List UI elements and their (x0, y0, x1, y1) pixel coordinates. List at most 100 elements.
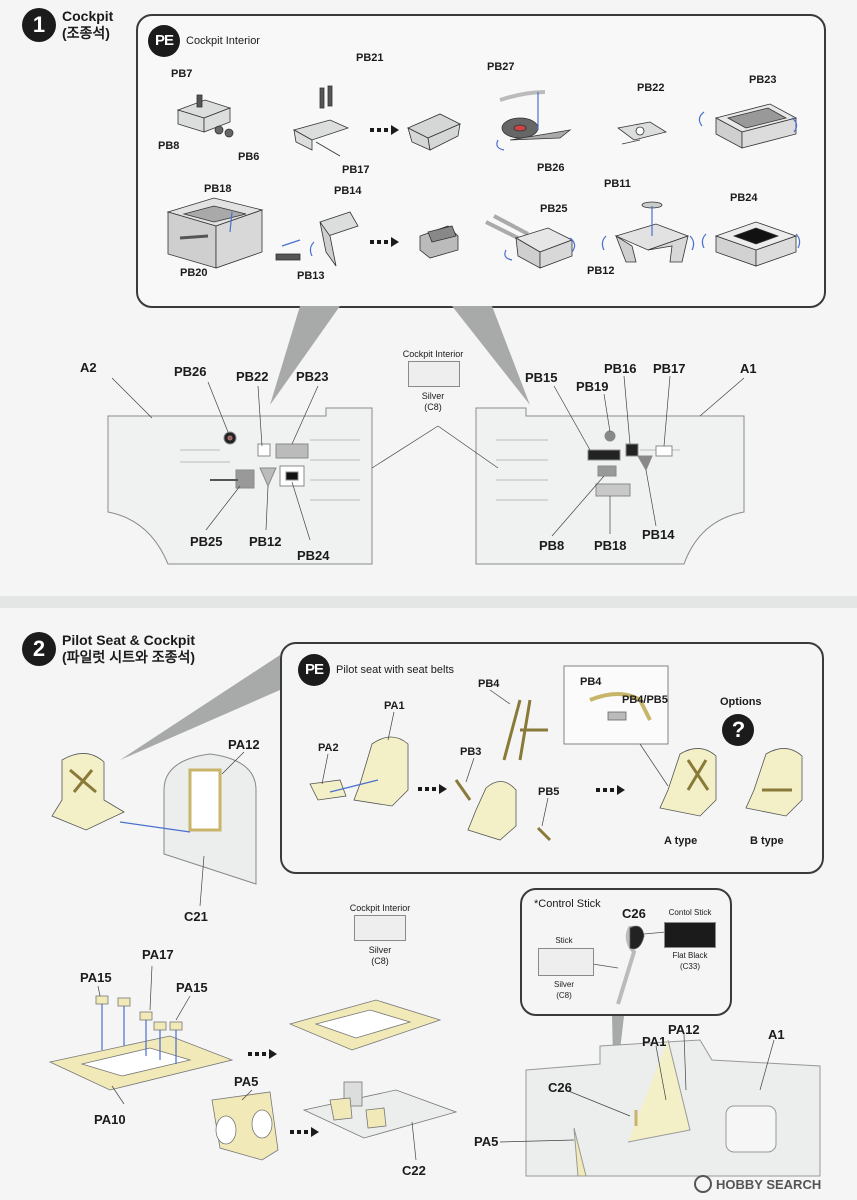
step-2-title: Pilot Seat & Cockpit (파일럿 시트와 조종석) (62, 632, 195, 666)
paint-swatch-silver-stick (538, 948, 594, 976)
paint-title-step1: Cockpit Interior (402, 349, 464, 359)
step-2-title-ko: (파일럿 시트와 조종석) (62, 649, 196, 665)
label-pa5: PA5 (234, 1074, 259, 1089)
label-c26-inset: C26 (622, 906, 646, 921)
label-a1: A1 (740, 361, 757, 376)
paint-swatch-silver-step1 (408, 361, 460, 387)
fuselage-a1-step2 (525, 1039, 821, 1177)
fuselage-right-a1 (475, 407, 745, 565)
label-pb6: PB6 (238, 151, 260, 163)
label-pb17: PB17 (342, 164, 370, 176)
label-pa10: PA10 (94, 1112, 126, 1127)
arrow-dash-3 (418, 784, 447, 794)
step-2-pe-badge: PE (298, 654, 330, 686)
step-1-pe-title: Cockpit Interior (186, 35, 260, 47)
arrow-dash-1 (370, 125, 399, 135)
label-pb5: PB5 (538, 786, 560, 798)
label-a1-pb8: PB8 (539, 538, 565, 553)
pb14-result-drawing (419, 225, 459, 259)
paint-swatch-silver-step2 (354, 915, 406, 941)
step-2-pe-panel (280, 642, 824, 874)
label-pb20: PB20 (180, 267, 208, 279)
label-b-type: B type (750, 835, 784, 847)
arrow-dash-5 (248, 1049, 277, 1059)
pb4-belt-drawing (502, 699, 548, 761)
step-1-number: 1 (22, 8, 56, 42)
label-a1-pb15: PB15 (525, 370, 558, 385)
label-pa17: PA17 (142, 947, 174, 962)
arrow-dash-6 (290, 1127, 319, 1137)
pb22-drawing (617, 121, 668, 145)
pb24-drawing (714, 221, 798, 267)
step-2-title-en: Pilot Seat & Cockpit (62, 632, 196, 648)
label-pb4-inset: PB4 (580, 676, 602, 688)
rotate-arrows (309, 111, 801, 261)
label-pb27: PB27 (487, 61, 515, 73)
options-label: Options (720, 696, 762, 708)
label-pa2: PA2 (318, 742, 339, 754)
label-pa15-right: PA15 (176, 980, 208, 995)
stick-code: (C8) (556, 991, 572, 1000)
label-pb23: PB23 (749, 74, 777, 86)
label-pb18: PB18 (204, 183, 232, 195)
pb23-drawing (714, 103, 798, 149)
label-pa1: PA1 (384, 700, 405, 712)
callout-wedge-step2 (120, 655, 280, 760)
seat-b-type-drawing (745, 748, 803, 817)
step-1-title-ko: (조종석) (62, 25, 110, 41)
label-pa15-left: PA15 (80, 970, 112, 985)
arrow-dash-4 (596, 785, 625, 795)
control-stick-drawing (579, 925, 667, 1005)
label-a1-pb14: PB14 (642, 527, 675, 542)
pb14-drawing (275, 211, 359, 267)
pb18-drawing (166, 197, 264, 269)
pa2-pa1-drawing (309, 736, 409, 807)
label-pb13: PB13 (297, 270, 325, 282)
watermark: HOBBY SEARCH (694, 1174, 821, 1194)
paint-code-step2: (C8) (371, 956, 389, 966)
label-a2-pb23: PB23 (296, 369, 329, 384)
paint-name-step2: Silver (368, 945, 392, 955)
label-c21: C21 (184, 909, 208, 924)
label-pb11: PB11 (604, 178, 631, 190)
grip-code: (C33) (679, 962, 700, 971)
pb4-pb5-inset-drawing (563, 665, 669, 787)
label-pb4: PB4 (478, 678, 500, 690)
label-a2-pb25: PB25 (190, 534, 223, 549)
label-a1-pb16: PB16 (604, 361, 637, 376)
pb12-drawing (614, 201, 690, 263)
pa10-floor-drawing (48, 995, 234, 1091)
stick-label: Stick (555, 936, 573, 945)
label-a2-pb12: PB12 (249, 534, 282, 549)
label-pa1-step2: PA1 (642, 1034, 667, 1049)
question-icon: ? (722, 714, 754, 746)
label-pb26: PB26 (537, 162, 565, 174)
label-pa5-step2: PA5 (474, 1134, 499, 1149)
section-divider (0, 596, 857, 608)
stick-paint: Silver (553, 980, 574, 989)
label-pb21: PB21 (356, 52, 384, 64)
pb17-drawing (292, 85, 350, 157)
step-2-pe-title: Pilot seat with seat belts (336, 664, 455, 676)
c22-drawing (302, 1081, 458, 1139)
label-pb22: PB22 (637, 82, 665, 94)
label-a1-pb18: PB18 (594, 538, 627, 553)
label-pb24: PB24 (730, 192, 758, 204)
seat-a-type-drawing (659, 748, 717, 817)
label-pa12-step2: PA12 (668, 1022, 700, 1037)
label-a-type: A type (664, 835, 698, 847)
pb26-drawing (499, 90, 572, 141)
hobby-search-logo-icon (694, 1175, 712, 1193)
label-a1-step2: A1 (768, 1027, 785, 1042)
step-2-leader-lines (97, 689, 775, 1161)
c21-frame-drawing (119, 753, 257, 885)
paint-swatch-flat-black (664, 922, 716, 948)
label-c26-step2: C26 (548, 1080, 572, 1095)
control-stick-panel (520, 888, 732, 1016)
arrow-dash-2 (370, 237, 399, 247)
label-a2-pb24: PB24 (297, 548, 330, 563)
label-a2-pb26: PB26 (174, 364, 207, 379)
label-a2: A2 (80, 360, 97, 375)
pb8-box-drawing (176, 94, 234, 138)
